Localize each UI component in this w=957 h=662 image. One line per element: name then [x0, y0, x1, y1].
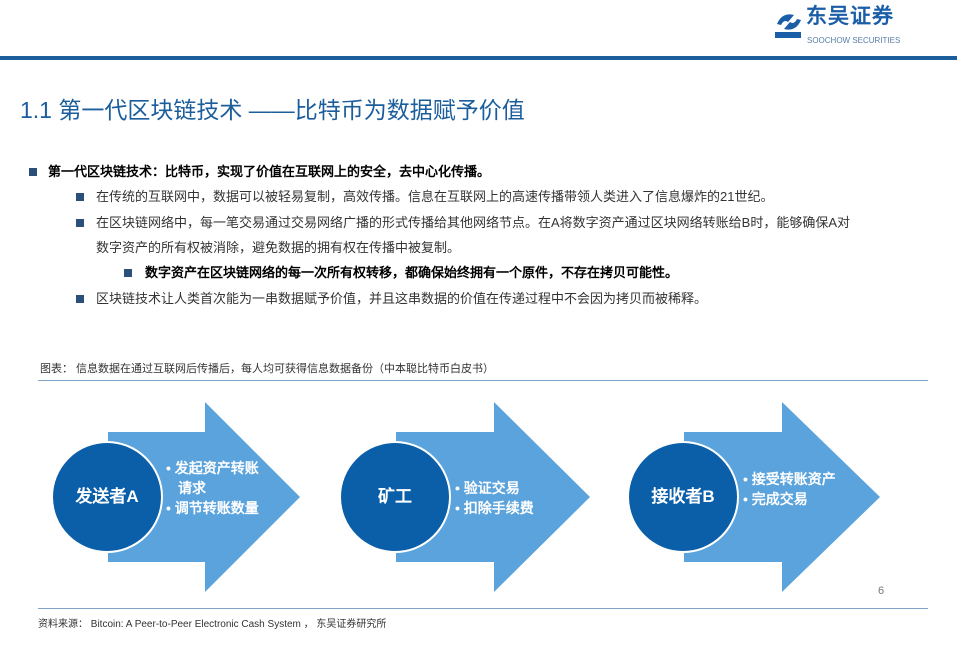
sub-bullet-2: 在区块链网络中，每一笔交易通过交易网络广播的形式传播给其他网络节点。在A将数字资… [96, 215, 851, 230]
sub-bullet-3: 数字资产在区块链网络的每一次所有权转移，都确保始终拥有一个原件，不存在拷贝可能性… [145, 265, 679, 280]
circle-step-1 [51, 441, 163, 553]
figure-caption: 图表： 信息数据在通过互联网后传播后，每人均可获得信息数据备份（中本聪比特币白皮… [40, 363, 495, 375]
page-number: 6 [878, 585, 885, 597]
bullet-icon [76, 193, 84, 201]
bullet-icon [124, 269, 132, 277]
arrow-step-1 [108, 402, 300, 592]
sub-bullet-2-cont: 数字资产的所有权被消除，避免数据的拥有权在传播中被复制。 [96, 240, 461, 255]
step-point: 接受转账资产 [751, 471, 836, 487]
step-point: 完成交易 [751, 491, 808, 507]
bullet-icon [29, 168, 37, 176]
step-point: 验证交易 [463, 480, 520, 496]
footer-rule [38, 608, 928, 609]
step-3-points: • 接受转账资产 • 完成交易 [743, 471, 836, 507]
step-2-name: 矿工 [378, 487, 412, 506]
arrow-step-3 [684, 402, 880, 592]
sub-bullet-4: 区块链技术让人类首次能为一串数据赋予价值，并且这串数据的价值在传递过程中不会因为… [96, 291, 708, 306]
logo-subtext: SOOCHOW SECURITIES [807, 36, 901, 45]
caption-rule [38, 380, 928, 381]
logo [774, 10, 804, 44]
circle-step-3 [627, 441, 739, 553]
logo-mark-icon [775, 14, 801, 38]
logo-text: 东吴证券 [806, 5, 894, 28]
bullet-icon [76, 295, 84, 303]
arrow-step-2 [396, 402, 590, 592]
step-1-points: • 发起资产转账请求 • 调节转账数量 [166, 460, 259, 516]
step-point: 调节转账数量 [174, 500, 259, 516]
step-point: 发起资产转账请求 [174, 460, 259, 496]
flow-diagram [51, 402, 880, 592]
step-point: 扣除手续费 [463, 500, 534, 516]
step-2-points: • 验证交易 • 扣除手续费 [455, 480, 534, 516]
page-title: 1.1 第一代区块链技术 ——比特币为数据赋予价值 [20, 97, 525, 123]
step-3-name: 接收者B [651, 487, 715, 506]
header-rule [0, 56, 957, 60]
circle-step-2 [339, 441, 451, 553]
main-bullet: 第一代区块链技术：比特币，实现了价值在互联网上的安全，去中心化传播。 [48, 164, 491, 179]
step-1-name: 发送者A [75, 487, 139, 506]
bullet-icon [76, 219, 84, 227]
sub-bullet-1: 在传统的互联网中，数据可以被轻易复制，高效传播。信息在互联网上的高速传播带领人类… [96, 189, 774, 204]
source-note: 资料来源： Bitcoin: A Peer-to-Peer Electronic… [38, 619, 387, 630]
